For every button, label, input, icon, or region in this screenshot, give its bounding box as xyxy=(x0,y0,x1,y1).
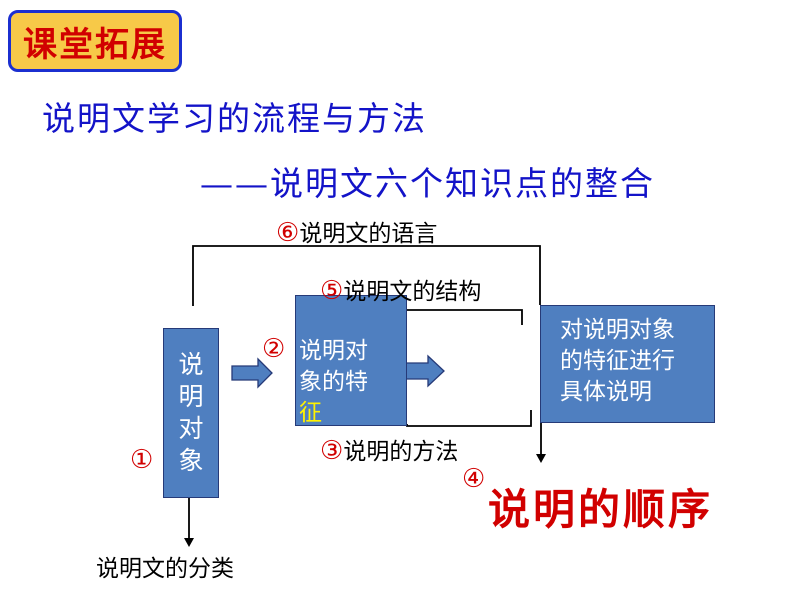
label-structure-text: 说明文的结构 xyxy=(343,279,482,305)
box-description: 对说明对象 的特征进行 具体说明 xyxy=(540,305,715,423)
box-description-line: 的特征进行 xyxy=(560,348,675,374)
arrowhead-order xyxy=(536,454,546,463)
label-structure: ⑤说明文的结构 xyxy=(320,272,481,306)
box-object: 说 明 对 象 xyxy=(163,328,219,498)
number-six: ⑥ xyxy=(276,218,300,248)
number-one: ① xyxy=(130,445,154,475)
box-features-line: 说明对 xyxy=(299,338,368,364)
number-four: ④ xyxy=(462,464,486,494)
box-features-line: 象的特 xyxy=(299,369,368,395)
bracket-method xyxy=(406,410,532,427)
bracket-language xyxy=(192,245,541,306)
box-object-char: 明 xyxy=(178,382,204,411)
number-three: ③ xyxy=(320,436,344,466)
page-subtitle: ——说明文六个知识点的整合 xyxy=(200,164,655,203)
label-order: 说明的顺序 xyxy=(488,485,714,534)
box-features: 说明对 象的特 征 xyxy=(295,295,407,426)
label-category: 说明文的分类 xyxy=(96,556,234,582)
box-description-line: 具体说明 xyxy=(560,379,652,405)
number-five: ⑤ xyxy=(320,276,344,306)
box-object-char: 对 xyxy=(178,414,204,443)
block-arrow-2 xyxy=(405,354,445,388)
page-title: 说明文学习的流程与方法 xyxy=(42,99,427,138)
label-method-text: 说明的方法 xyxy=(343,439,459,465)
box-object-char: 象 xyxy=(178,446,204,475)
box-object-char: 说 xyxy=(178,350,204,379)
arrowhead-category xyxy=(184,538,194,547)
section-badge: 课堂拓展 xyxy=(8,10,182,72)
box-features-line: 征 xyxy=(299,400,322,426)
box-description-line: 对说明对象 xyxy=(560,317,675,343)
label-language-text: 说明文的语言 xyxy=(299,221,438,247)
label-method: ③说明的方法 xyxy=(320,432,458,466)
badge-label: 课堂拓展 xyxy=(23,24,167,65)
block-arrow-1 xyxy=(231,357,273,389)
number-two: ② xyxy=(262,334,286,364)
label-language: ⑥说明文的语言 xyxy=(276,214,437,248)
